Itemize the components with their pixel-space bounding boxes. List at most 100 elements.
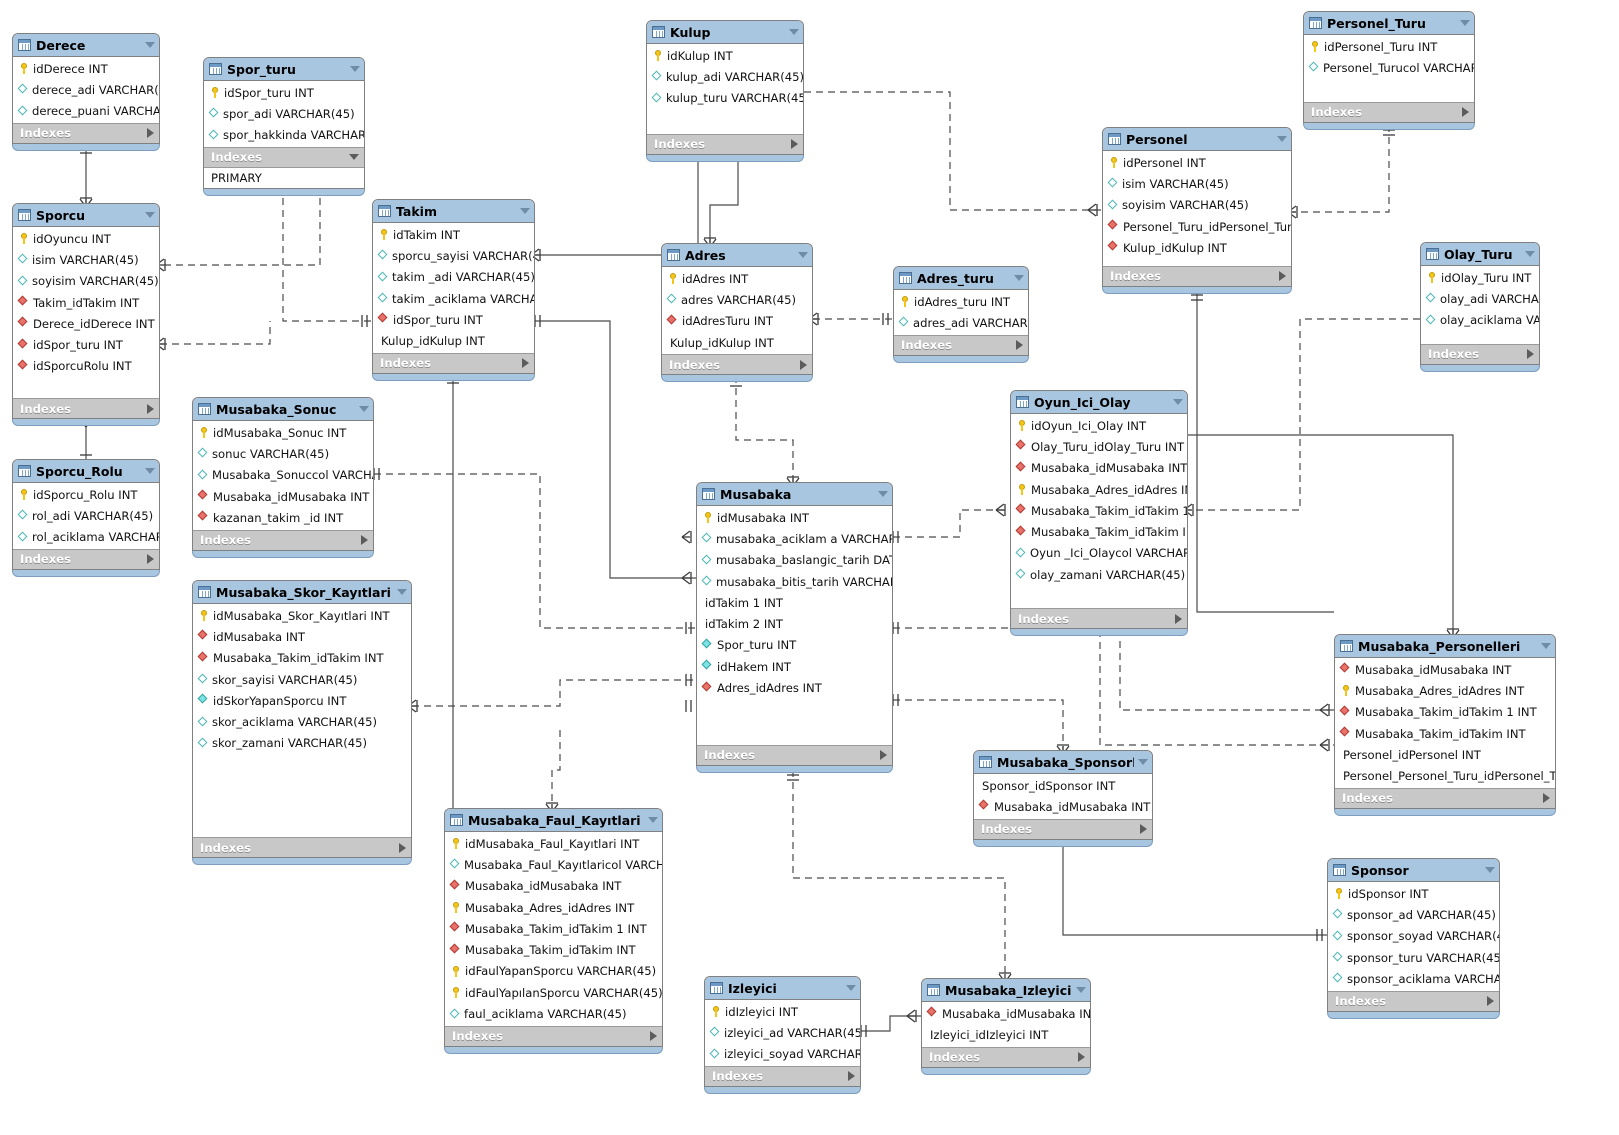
indexes-bar[interactable]: Indexes: [13, 548, 159, 569]
table-header-adres[interactable]: Adres: [662, 244, 812, 267]
column-row[interactable]: Musabaka_Adres_idAdres INT: [1011, 479, 1187, 500]
chevron-right-icon[interactable]: [361, 535, 368, 545]
column-row[interactable]: isim VARCHAR(45): [1103, 173, 1291, 194]
column-row[interactable]: adres VARCHAR(45): [662, 289, 812, 310]
chevron-right-icon[interactable]: [147, 403, 154, 414]
column-row[interactable]: rol_aciklama VARCHAR(45): [13, 527, 159, 548]
chevron-right-icon[interactable]: [1543, 793, 1550, 804]
column-row[interactable]: sponsor_aciklama VARCHAR(45): [1328, 968, 1499, 989]
indexes-bar[interactable]: Indexes: [697, 744, 892, 765]
indexes-bar[interactable]: Indexes: [705, 1065, 860, 1086]
column-row[interactable]: idAdres_turu INT: [894, 291, 1028, 312]
column-row[interactable]: Personel_Turucol VARCHAR(45): [1304, 57, 1474, 78]
column-row[interactable]: Musabaka_Takim_idTakim 1 INT: [445, 918, 662, 939]
column-row[interactable]: olay_aciklama VARC...: [1421, 310, 1539, 331]
column-row[interactable]: musabaka_aciklam a VARCHAR(45): [697, 528, 892, 549]
column-row[interactable]: Derece_idDerece INT: [13, 313, 159, 334]
table-header-musabaka_sonuc[interactable]: Musabaka_Sonuc: [193, 398, 373, 421]
column-row[interactable]: idDerece INT: [13, 58, 159, 79]
column-row[interactable]: Musabaka_idMusabaka INT: [193, 486, 373, 507]
chevron-down-icon[interactable]: [1541, 643, 1551, 649]
column-row[interactable]: Kulup_idKulup INT: [373, 330, 534, 351]
chevron-down-icon[interactable]: [1277, 136, 1287, 142]
chevron-down-icon[interactable]: [145, 468, 155, 474]
column-row[interactable]: kulup_turu VARCHAR(45): [647, 88, 803, 109]
chevron-down-icon[interactable]: [350, 66, 360, 72]
indexes-bar[interactable]: Indexes: [974, 818, 1152, 839]
chevron-down-icon[interactable]: [145, 212, 155, 218]
column-row[interactable]: idSpor_turu INT: [13, 334, 159, 355]
column-row[interactable]: skor_aciklama VARCHAR(45): [193, 711, 411, 732]
table-header-musabaka_skor_kayıtlari[interactable]: Musabaka_Skor_Kayıtlari: [193, 581, 411, 604]
column-row[interactable]: idHakem INT: [697, 656, 892, 677]
column-row[interactable]: sponsor_soyad VARCHAR(45): [1328, 926, 1499, 947]
table-musabaka_sponsorlar[interactable]: Musabaka_SponsorlarSponsor_idSponsor INT…: [973, 750, 1153, 847]
column-row[interactable]: rol_adi VARCHAR(45): [13, 505, 159, 526]
column-row[interactable]: Personel_Turu_idPersonel_Turu I...: [1103, 216, 1291, 237]
column-row[interactable]: Izleyici_idIzleyici INT: [922, 1024, 1090, 1045]
column-row[interactable]: idMusabaka_Sonuc INT: [193, 422, 373, 443]
column-row[interactable]: Musabaka_Takim_idTakim INT: [445, 939, 662, 960]
column-row[interactable]: idAdres INT: [662, 268, 812, 289]
column-row[interactable]: kazanan_takim _id INT: [193, 507, 373, 528]
column-row[interactable]: skor_zamani VARCHAR(45): [193, 733, 411, 754]
table-header-sponsor[interactable]: Sponsor: [1328, 859, 1499, 882]
column-row[interactable]: idTakim 2 INT: [697, 613, 892, 634]
indexes-bar[interactable]: Indexes: [1103, 265, 1291, 286]
table-header-spor_turu[interactable]: Spor_turu: [204, 58, 364, 81]
column-row[interactable]: Sponsor_idSponsor INT: [974, 775, 1152, 796]
column-row[interactable]: Musabaka_Takim_idTakim 1 INT: [1011, 500, 1187, 521]
table-header-musabaka_faul_kayıtlari[interactable]: Musabaka_Faul_Kayıtlari: [445, 809, 662, 832]
column-row[interactable]: idSpor_turu INT: [373, 309, 534, 330]
column-row[interactable]: Takim_idTakim INT: [13, 292, 159, 313]
column-row[interactable]: idTakim INT: [373, 224, 534, 245]
index-row[interactable]: PRIMARY: [204, 166, 364, 188]
chevron-right-icon[interactable]: [1078, 1052, 1085, 1063]
indexes-bar[interactable]: Indexes: [922, 1046, 1090, 1067]
column-row[interactable]: idPersonel_Turu INT: [1304, 36, 1474, 57]
column-row[interactable]: soyisim VARCHAR(45): [13, 271, 159, 292]
column-row[interactable]: Musabaka_Takim_idTakim 1 INT: [1335, 702, 1555, 723]
indexes-bar[interactable]: Indexes: [445, 1025, 662, 1046]
chevron-down-icon[interactable]: [520, 208, 530, 214]
chevron-down-icon[interactable]: [1525, 251, 1535, 257]
chevron-down-icon[interactable]: [1173, 399, 1183, 405]
column-row[interactable]: idMusabaka_Skor_Kayıtlari INT: [193, 605, 411, 626]
chevron-right-icon[interactable]: [1140, 824, 1147, 835]
indexes-bar[interactable]: Indexes: [1421, 343, 1539, 364]
column-row[interactable]: Musabaka_Takim_idTakim INT: [1335, 723, 1555, 744]
chevron-right-icon[interactable]: [800, 359, 807, 370]
table-header-sporcu_rolu[interactable]: Sporcu_Rolu: [13, 460, 159, 483]
column-row[interactable]: spor_hakkinda VARCHAR(45): [204, 125, 364, 146]
column-row[interactable]: idAdresTuru INT: [662, 311, 812, 332]
indexes-bar[interactable]: Indexes: [1328, 990, 1499, 1011]
table-musabaka_izleyiciler[interactable]: Musabaka_IzleyicilerMusabaka_idMusabaka …: [921, 978, 1091, 1075]
column-row[interactable]: idMusabaka INT: [193, 626, 411, 647]
column-row[interactable]: idOyuncu INT: [13, 228, 159, 249]
chevron-down-icon[interactable]: [878, 491, 888, 497]
chevron-down-icon[interactable]: [359, 406, 369, 412]
chevron-down-icon[interactable]: [397, 589, 407, 595]
column-row[interactable]: Musabaka_idMusabaka INT: [445, 876, 662, 897]
column-row[interactable]: kulup_adi VARCHAR(45): [647, 66, 803, 87]
table-header-musabaka_sponsorlar[interactable]: Musabaka_Sponsorlar: [974, 751, 1152, 774]
table-header-personel[interactable]: Personel: [1103, 128, 1291, 151]
column-row[interactable]: idFaulYapanSporcu VARCHAR(45): [445, 961, 662, 982]
column-row[interactable]: idIzleyici INT: [705, 1001, 860, 1022]
chevron-right-icon[interactable]: [791, 139, 798, 150]
table-header-izleyici[interactable]: Izleyici: [705, 977, 860, 1000]
column-row[interactable]: spor_adi VARCHAR(45): [204, 103, 364, 124]
column-row[interactable]: sponsor_turu VARCHAR(45): [1328, 947, 1499, 968]
indexes-bar[interactable]: Indexes: [373, 352, 534, 373]
indexes-bar[interactable]: Indexes: [204, 146, 364, 167]
chevron-right-icon[interactable]: [650, 1031, 657, 1042]
